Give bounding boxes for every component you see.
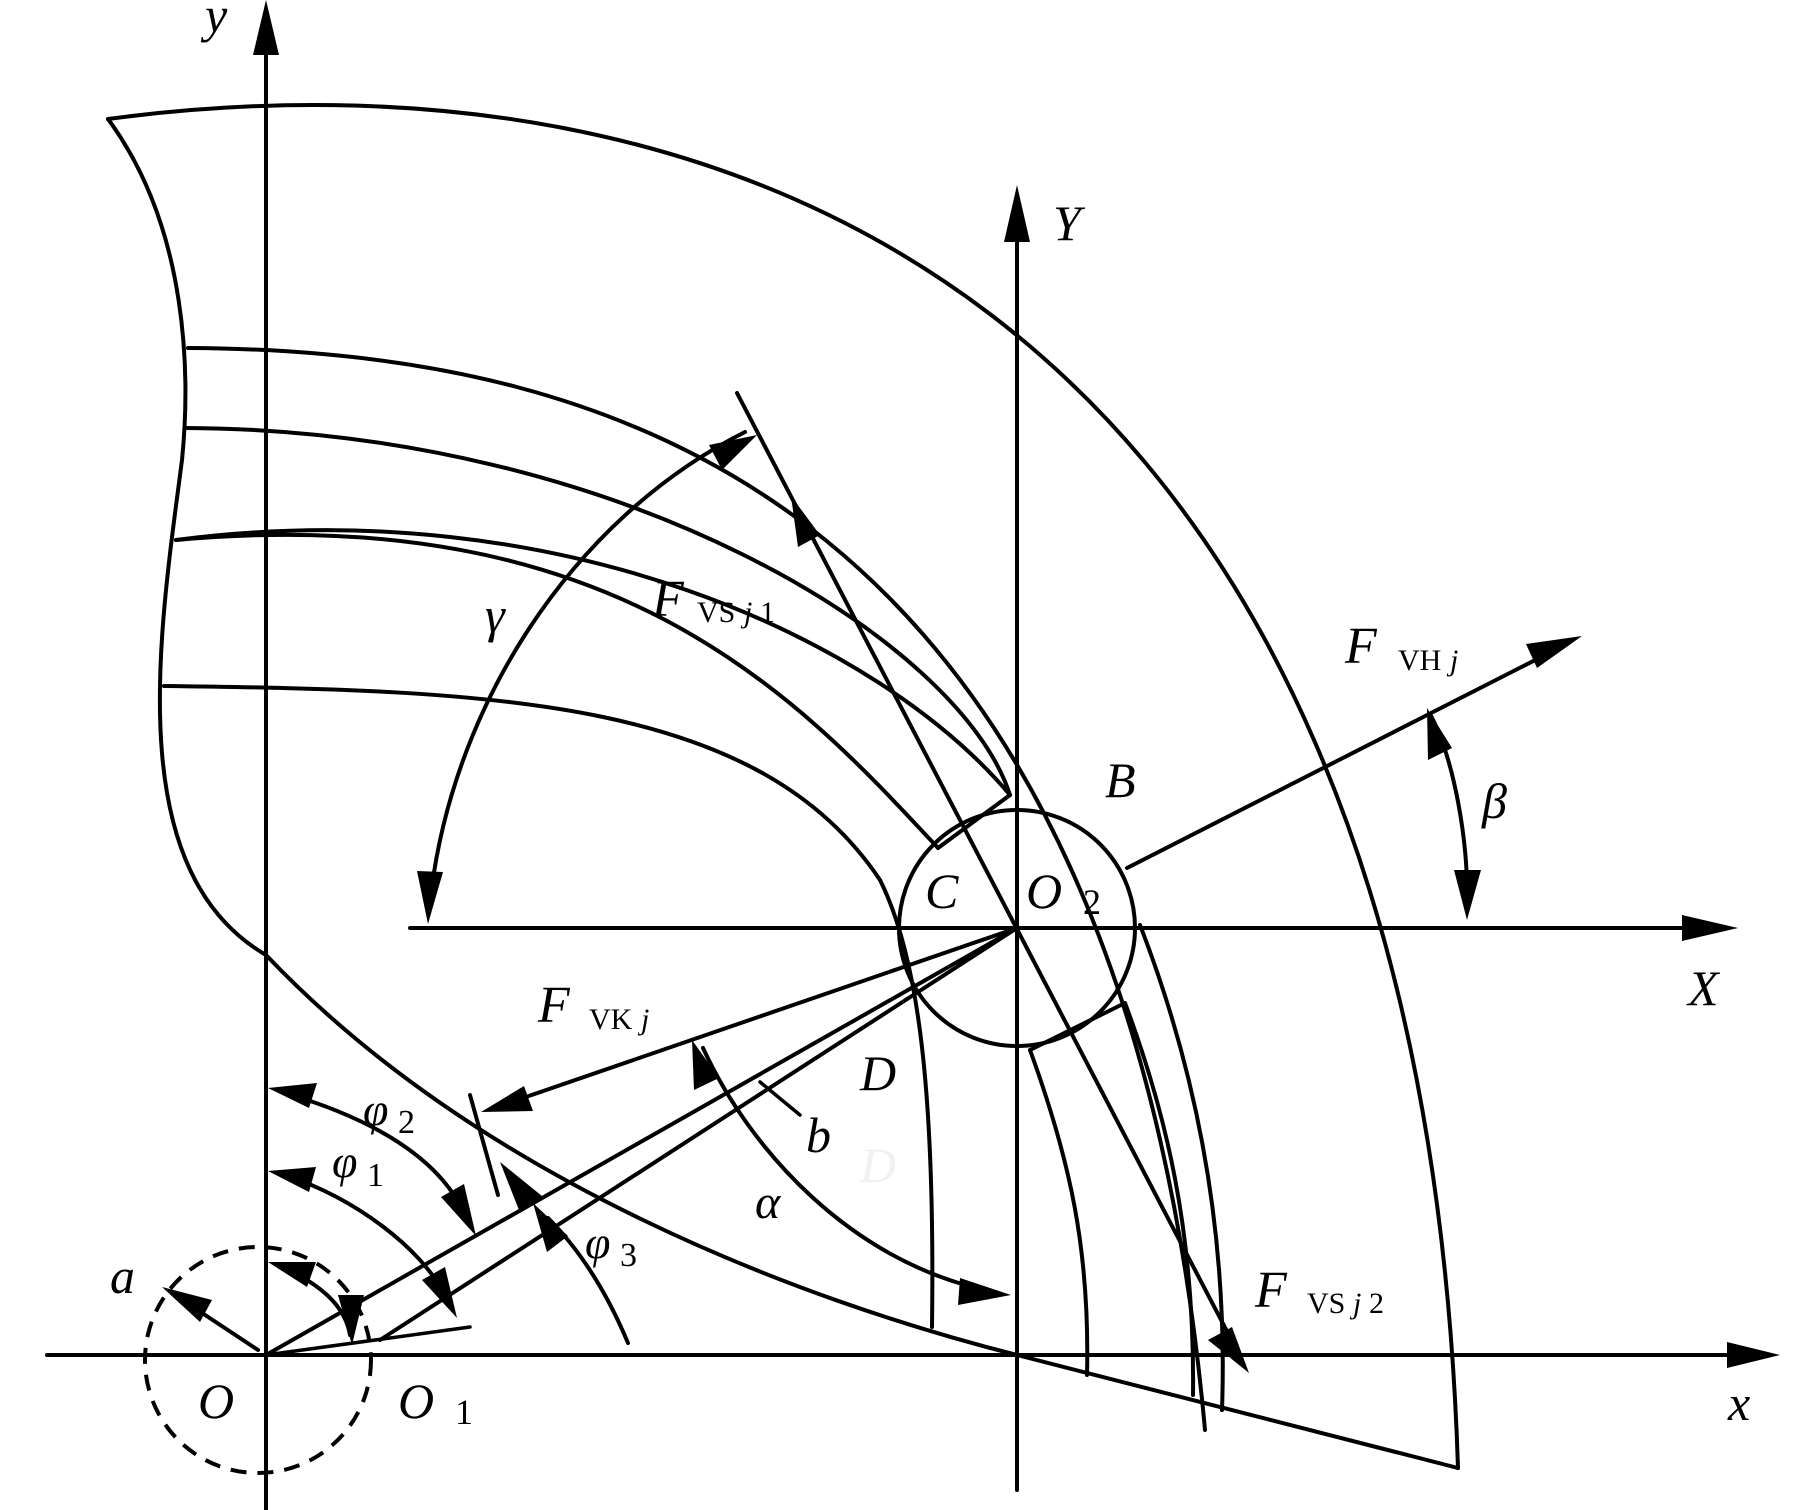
label-phi3-main: φ [585, 1217, 610, 1268]
slot-upper-left [174, 532, 940, 850]
label-a: a [110, 1248, 135, 1304]
label-O: O [198, 1373, 234, 1429]
beta-arrowhead-bottom [1454, 870, 1481, 920]
label-Y: Y [1053, 195, 1086, 251]
label-O1-main: O [398, 1373, 434, 1429]
lower-boundary [264, 953, 1019, 1357]
label-FVKj-sub1: VK [589, 1003, 633, 1036]
arc-3 [174, 528, 1012, 797]
label-alpha: α [755, 1176, 781, 1229]
label-y: y [200, 0, 228, 43]
slot-upper-top [936, 793, 1012, 850]
label-X: X [1686, 960, 1721, 1016]
FVSj1-arrowhead [791, 496, 820, 547]
FVKj-arrowhead [481, 1086, 533, 1112]
label-phi1-main: φ [332, 1136, 357, 1187]
arc-gamma [428, 430, 747, 905]
arc-2 [184, 426, 1012, 797]
arc-phi2 [283, 1091, 462, 1207]
label-beta: β [1481, 773, 1507, 829]
arc-alpha [701, 1046, 987, 1292]
label-FVSj1-sub2: j [740, 596, 752, 629]
arc-1 [186, 346, 1207, 1432]
phi2-arrowhead-top [268, 1083, 317, 1108]
label-b: b [806, 1107, 831, 1163]
force-line-FVSj [735, 391, 1244, 1362]
arc-5 [1138, 923, 1225, 1412]
label-FVKj-main: F [537, 977, 571, 1034]
small-arc-arrowhead-bottom [338, 1295, 364, 1345]
tick-phi3 [468, 1093, 500, 1197]
local-axes [408, 185, 1738, 1492]
phi1-arrowhead-top [268, 1167, 316, 1192]
line-O-O2 [264, 926, 1019, 1357]
small-arc-arrowhead-top [268, 1262, 316, 1287]
label-O2-sub: 2 [1083, 882, 1101, 922]
label-C: C [925, 863, 959, 919]
phi2-arrowhead-bottom [441, 1184, 476, 1236]
label-phi3-sub: 3 [620, 1237, 637, 1274]
alpha-arrowhead-top [692, 1040, 719, 1090]
label-x: x [1727, 1375, 1750, 1431]
label-FVHj-sub2: j [1446, 644, 1458, 677]
radius-a-arrowhead [162, 1287, 212, 1322]
angle-arcs [268, 430, 1481, 1345]
label-FVHj-main: F [1344, 618, 1378, 675]
label-FVSj2-main: F [1254, 1262, 1288, 1319]
FVSj2-arrowhead [1208, 1327, 1249, 1373]
label-FVSj1-sub3: 1 [760, 596, 775, 629]
y-axis-arrowhead [253, 0, 279, 55]
X-axis-arrowhead [1682, 915, 1738, 941]
internal-arcs [162, 346, 1225, 1432]
label-phi1-sub: 1 [367, 1157, 384, 1194]
force-line-FVHj [1125, 653, 1547, 870]
label-FVSj2-sub2: j [1349, 1287, 1361, 1320]
bottom-edge [1015, 1353, 1460, 1470]
label-B: B [1105, 752, 1136, 808]
gamma-arrowhead-bottom [417, 871, 443, 924]
label-FVHj-sub1: VH [1398, 644, 1441, 677]
left-profile [106, 117, 268, 957]
phi1-arrowhead-bottom [422, 1267, 457, 1318]
beta-arrowhead-top [1427, 708, 1452, 760]
label-FVSj2-sub1: VS [1307, 1287, 1345, 1320]
label-FVSj1-sub1: VS [697, 596, 735, 629]
alpha-arrowhead-bottom [958, 1278, 1011, 1305]
label-D: D [859, 1045, 896, 1101]
phi3-arrowhead-top [500, 1162, 542, 1210]
labels: y x Y X O O 1 O 2 a b B C D D α β γ φ 2 … [110, 0, 1750, 1432]
FVHj-arrowhead [1526, 636, 1582, 668]
leader-b [758, 1080, 802, 1117]
force-line-FVKj [518, 926, 1019, 1101]
label-phi2-sub: 2 [398, 1104, 415, 1141]
label-FVSj1-main: F [651, 571, 685, 628]
slot-lower-left [1028, 1048, 1090, 1377]
label-phi2-main: φ [363, 1084, 388, 1135]
outer-arc [106, 103, 1460, 1470]
line-O1-O2 [378, 926, 1019, 1342]
label-FVSj2-sub3: 2 [1369, 1287, 1384, 1320]
force-vectors [162, 391, 1582, 1373]
arc-4 [162, 684, 935, 1329]
Y-axis-arrowhead [1004, 185, 1030, 242]
slot-lower-right [1028, 1001, 1196, 1397]
label-D-faint: D [859, 1137, 896, 1193]
dashed-circle-O [143, 1245, 373, 1475]
gamma-arrowhead-top [709, 435, 757, 470]
label-O2-main: O [1026, 863, 1062, 919]
x-axis-arrowhead [1727, 1342, 1780, 1368]
label-O1-sub: 1 [455, 1392, 473, 1432]
circle-O2 [897, 808, 1137, 1048]
label-FVKj-sub2: j [637, 1003, 649, 1036]
short-ray-O [264, 1325, 472, 1357]
part-outline [106, 103, 1460, 1470]
label-gamma: γ [485, 587, 506, 643]
phi3-arrowhead [533, 1203, 568, 1252]
